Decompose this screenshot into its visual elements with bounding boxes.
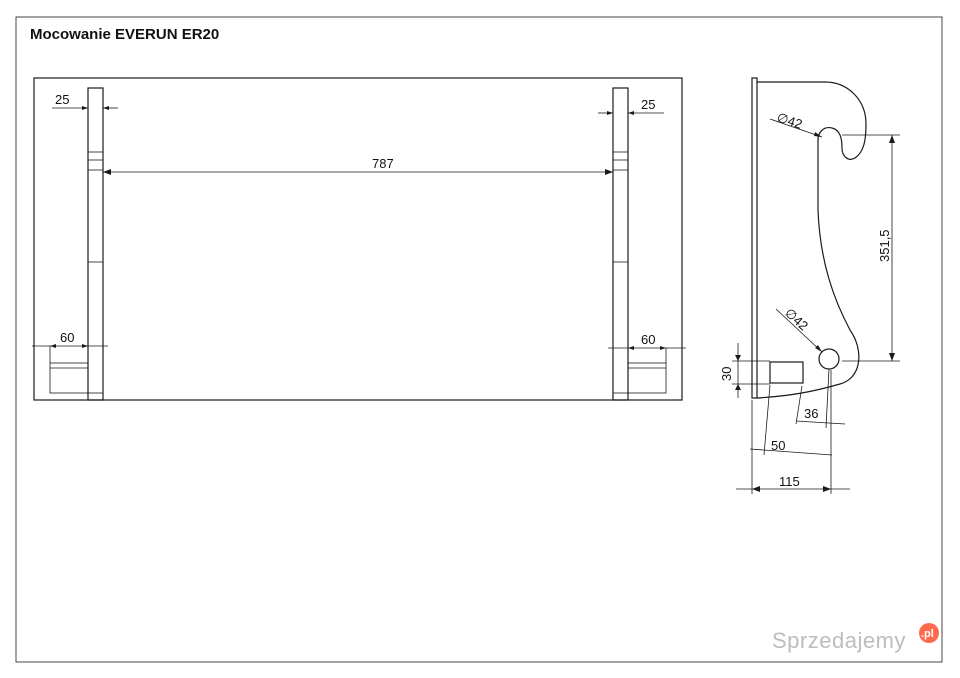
svg-text:787: 787 [372,156,394,171]
dim-plate-offset: 50 [749,384,833,456]
sprzedajemy-logo: Sprzedajemy .pl [772,623,939,653]
dim-inner-span: 787 [103,156,613,175]
left-post [49,87,104,401]
svg-text:36: 36 [804,406,818,421]
svg-text:60: 60 [641,332,655,347]
front-view: 25 25 787 60 [32,77,686,401]
dim-hook-diameter: ∅42 [769,110,823,138]
svg-text:∅42: ∅42 [782,305,811,333]
dim-left-post: 25 [52,92,118,110]
svg-text:Sprzedajemy: Sprzedajemy [772,628,906,653]
svg-text:50: 50 [771,438,785,453]
dim-hole-offset: 36 [795,368,846,429]
svg-text:60: 60 [60,330,74,345]
dim-right-foot: 60 [608,332,686,363]
svg-text:30: 30 [719,367,734,381]
side-view: ∅42 351,5 ∅42 30 [719,77,900,494]
dim-plate-height: 30 [719,343,770,398]
sheet-border [15,16,943,663]
svg-text:25: 25 [55,92,69,107]
svg-text:∅42: ∅42 [775,110,804,132]
dim-hole-spacing: 351,5 [842,134,900,362]
drawing-title: Mocowanie EVERUN ER20 [30,26,219,43]
svg-text:.pl: .pl [921,628,934,640]
dim-total-depth: 115 [736,370,850,494]
front-frame [33,77,683,401]
svg-text:351,5: 351,5 [877,229,892,262]
dim-left-foot: 60 [32,330,108,363]
dim-hole-diameter: ∅42 [775,305,823,353]
lug-plate [769,361,804,384]
svg-text:25: 25 [641,97,655,112]
svg-text:115: 115 [779,474,800,489]
right-post [612,87,667,401]
back-plate [751,77,758,399]
hook-profile [756,81,867,399]
dim-right-post: 25 [598,97,664,115]
